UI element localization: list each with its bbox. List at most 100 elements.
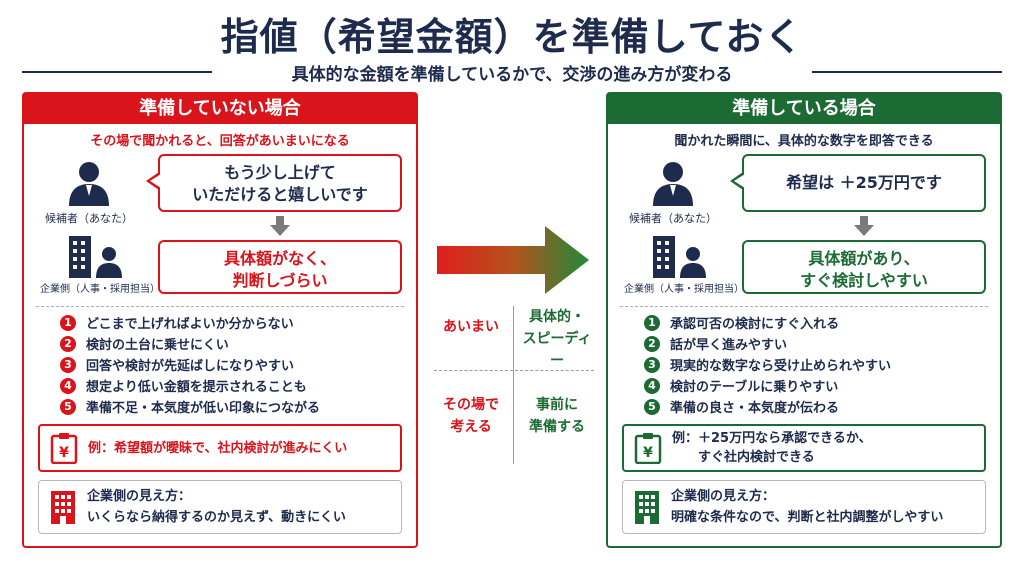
panel-lead: その場で聞かれると、回答があいまいになる — [90, 134, 350, 149]
company-view-box: 企業側の見え方： 明確な条件なので、判断と社内調整がしやすい — [622, 480, 986, 534]
example-text-line1: 例：＋25万円なら承認できるか、 — [672, 431, 872, 446]
compare-improvise: その場で 考える — [434, 394, 508, 438]
candidate-label: 候補者（あなた） — [629, 212, 717, 225]
down-arrow-icon — [854, 216, 874, 236]
panel-not-prepared: 準備していない場合 その場で聞かれると、回答があいまいになる 候補者（あなた） … — [22, 92, 418, 548]
list-item-text: どこまで上げればよいか分からない — [86, 317, 294, 332]
office-building-icon — [69, 236, 122, 278]
compare-vague: あいまい — [443, 319, 499, 335]
svg-text:¥: ¥ — [643, 445, 653, 461]
number-badge: 2 — [644, 335, 660, 352]
candidate-speech-bubble: 希望は ＋25万円です — [730, 154, 986, 212]
number-badge: 3 — [60, 356, 76, 373]
candidate-speech-bubble: もう少し上げて いただけると嬉しいです — [146, 154, 402, 212]
drawback-list: 1 どこまで上げればよいか分からない 2 検討の土台に乗せにくい 3 回答や検討が先延… — [60, 312, 320, 417]
compare-specific-line2: スピーディー — [522, 331, 592, 369]
list-item-text: 話が早く進みやすい — [670, 338, 788, 353]
section-divider — [620, 306, 988, 307]
list-item-text: 承認可否の検討にすぐ入れる — [670, 317, 840, 332]
list-item: 3 回答や検討が先延ばしになりやすい — [60, 354, 320, 375]
compare-specific: 具体的・ スピーディー — [516, 306, 598, 372]
panel-prepared: 準備している場合 聞かれた瞬間に、具体的な数字を即答できる 候補者（あなた） 企… — [606, 92, 1002, 548]
compare-specific-line1: 具体的・ — [529, 309, 585, 325]
list-item-text: 検討の土台に乗せにくい — [86, 338, 229, 353]
svg-text:¥: ¥ — [59, 445, 69, 461]
example-box: ¥ 例：希望額が曖昧で、社内検討が進みにくい — [38, 424, 402, 472]
panel-header: 準備している場合 — [608, 94, 1000, 124]
list-item-text: 想定より低い金額を提示されることも — [86, 380, 307, 395]
list-item-text: 準備不足・本気度が低い印象につながる — [86, 401, 321, 416]
compare-prepared-line1: 事前に — [536, 397, 578, 413]
number-badge: 5 — [60, 398, 76, 415]
compare-improvise-line2: 考える — [450, 419, 492, 435]
office-building-icon — [653, 236, 706, 278]
compare-divider-horizontal — [434, 370, 594, 371]
reaction-line1: 具体額がなく、 — [223, 249, 336, 268]
subtitle-row: 具体的な金額を準備しているかで、交渉の進み方が変わる — [22, 60, 1002, 85]
panel-lead: 聞かれた瞬間に、具体的な数字を即答できる — [674, 134, 934, 149]
person-icon — [69, 162, 109, 206]
company: 企業側（人事・採用担当） — [624, 234, 744, 300]
section-divider — [36, 306, 404, 307]
list-item-text: 現実的な数字なら受け止められやすい — [670, 359, 892, 374]
office-building-icon — [51, 491, 75, 524]
view-label: 企業側の見え方： — [87, 489, 192, 504]
right-arrow-icon — [437, 226, 589, 294]
subtitle-rule-right — [812, 71, 1002, 73]
benefit-list: 1 承認可否の検討にすぐ入れる 2 話が早く進みやすい 3 現実的な数字なら受け止めら… — [644, 312, 891, 417]
view-label: 企業側の見え方： — [671, 489, 776, 504]
bubble-text-line1: もう少し上げて — [224, 163, 336, 182]
example-text: 例：希望額が曖昧で、社内検討が進みにくい — [88, 440, 348, 456]
candidate: 候補者（あなた） — [44, 160, 134, 230]
company: 企業側（人事・採用担当） — [40, 234, 160, 300]
list-item: 4 想定より低い金額を提示されることも — [60, 375, 320, 396]
view-text: いくらなら納得するのか見えず、動きにくい — [87, 510, 346, 525]
candidate: 候補者（あなた） — [628, 160, 718, 230]
company-label: 企業側（人事・採用担当） — [40, 284, 160, 295]
clipboard-yen-icon: ¥ — [634, 433, 662, 464]
number-badge: 5 — [644, 398, 660, 415]
person-icon — [653, 162, 693, 206]
list-item: 5 準備の良さ・本気度が伝わる — [644, 396, 891, 417]
office-building-icon — [635, 491, 659, 524]
view-text: 明確な条件なので、判断と社内調整がしやすい — [671, 510, 944, 525]
compare-prepared: 事前に 準備する — [516, 394, 598, 438]
bubble-text-line1: 希望は ＋25万円です — [786, 173, 942, 192]
example-text-line2: すぐ社内検討できる — [698, 450, 815, 465]
company-reaction-box: 具体額がなく、 判断しづらい — [158, 240, 402, 294]
candidate-label: 候補者（あなた） — [45, 212, 133, 225]
number-badge: 2 — [60, 335, 76, 352]
number-badge: 1 — [60, 314, 76, 331]
panel-header: 準備していない場合 — [24, 94, 416, 124]
list-item: 3 現実的な数字なら受け止められやすい — [644, 354, 891, 375]
bubble-text-line2: いただけると嬉しいです — [192, 185, 368, 204]
list-item: 1 どこまで上げればよいか分からない — [60, 312, 320, 333]
number-badge: 4 — [60, 377, 76, 394]
company-view-box: 企業側の見え方： いくらなら納得するのか見えず、動きにくい — [38, 480, 402, 534]
list-item: 1 承認可否の検討にすぐ入れる — [644, 312, 891, 333]
list-item-text: 準備の良さ・本気度が伝わる — [670, 401, 840, 416]
compare-divider-vertical — [513, 306, 514, 464]
list-item-text: 回答や検討が先延ばしになりやすい — [86, 359, 295, 374]
compare-prepared-line2: 準備する — [529, 419, 585, 435]
subtitle-rule-left — [22, 71, 212, 73]
page-title: 指値（希望金額）を準備しておく — [220, 15, 804, 59]
list-item: 2 検討の土台に乗せにくい — [60, 333, 320, 354]
reaction-line2: 判断しづらい — [232, 271, 328, 290]
list-item-text: 検討のテーブルに乗りやすい — [670, 380, 839, 395]
list-item: 2 話が早く進みやすい — [644, 333, 891, 354]
page-subtitle: 具体的な金額を準備しているかで、交渉の進み方が変わる — [291, 65, 733, 85]
compare-improvise-line1: その場で — [443, 397, 499, 413]
reaction-line2: すぐ検討しやすい — [800, 271, 928, 290]
number-badge: 1 — [644, 314, 660, 331]
number-badge: 3 — [644, 356, 660, 373]
down-arrow-icon — [270, 216, 290, 236]
company-label: 企業側（人事・採用担当） — [624, 284, 744, 295]
bubble-tail-inner — [150, 174, 161, 188]
example-box: ¥ 例：＋25万円なら承認できるか、 すぐ社内検討できる — [622, 424, 986, 472]
clipboard-yen-icon: ¥ — [50, 433, 78, 464]
list-item: 5 準備不足・本気度が低い印象につながる — [60, 396, 320, 417]
reaction-line1: 具体額があり、 — [808, 249, 920, 268]
bubble-tail-inner — [734, 174, 745, 188]
